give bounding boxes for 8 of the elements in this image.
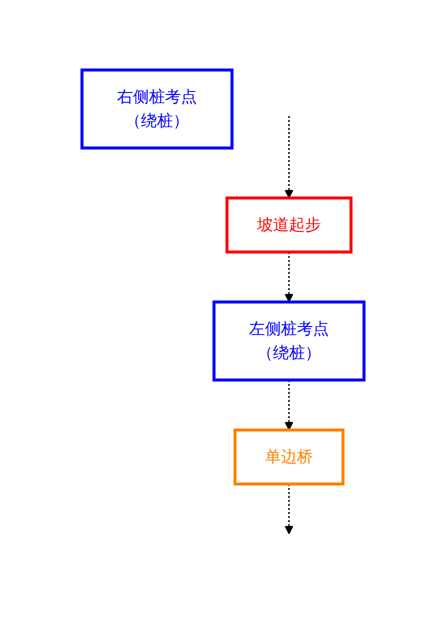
arrow	[284, 380, 294, 430]
node-box: 单边桥	[234, 428, 344, 485]
node-box: 右侧桩考点（绕桩）	[80, 68, 234, 149]
arrow	[284, 252, 294, 302]
node-box: 坡道起步	[226, 196, 352, 253]
arrow	[284, 116, 294, 198]
node-box: 左侧桩考点（绕桩）	[212, 300, 366, 381]
arrow	[284, 484, 294, 534]
